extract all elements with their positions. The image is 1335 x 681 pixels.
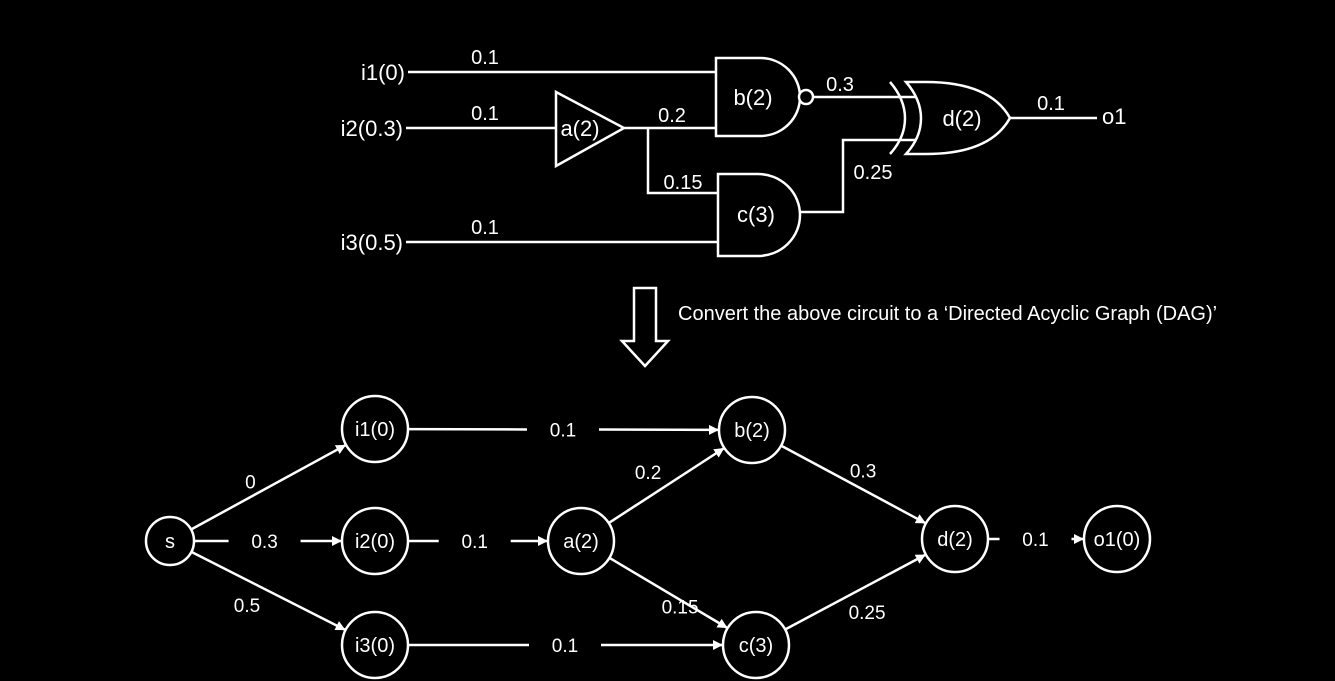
- dag-edge-arrow: [784, 553, 926, 631]
- dag-node-label: b(2): [734, 420, 770, 442]
- gate-label-b: b(2): [733, 85, 772, 110]
- dag-edge-arrow: [780, 444, 926, 525]
- dag-node-circle: [721, 610, 791, 680]
- wire-delay-i3-c: 0.1: [471, 217, 499, 239]
- wire-a-c: [646, 128, 718, 195]
- dag-node-d: d(2): [920, 504, 990, 574]
- output-pin-o1: o1: [1102, 104, 1126, 129]
- dag-edge-a-b: 0.2: [607, 447, 725, 525]
- gate-label-a: a(2): [560, 116, 599, 141]
- dag-node-label: a(2): [563, 531, 599, 553]
- wire-delay-i1-b: 0.1: [471, 47, 499, 69]
- dag-edge-s-i2: 0.3: [194, 532, 342, 553]
- dag-edge-c-d: 0.25: [784, 553, 926, 631]
- dag-node-circle: [340, 394, 410, 464]
- wire-delay-a-b: 0.2: [658, 105, 686, 127]
- dag-node-i3: i3(0): [340, 610, 410, 680]
- dag-node-circle: [546, 506, 616, 576]
- and-gate-c: [716, 172, 802, 258]
- dag-node-label: o1(0): [1094, 529, 1141, 551]
- dag-edge-arrow: [607, 447, 725, 525]
- dag-node-c: c(3): [721, 610, 791, 680]
- dag-edge-weight: 0.15: [662, 598, 699, 619]
- dag-node-circle: [340, 506, 410, 576]
- gate-label-d: d(2): [942, 106, 981, 131]
- inversion-bubble: [797, 88, 815, 106]
- wire-c-d: [800, 138, 920, 214]
- dag-node-b: b(2): [717, 395, 787, 465]
- dag-nodes: s i1(0) i2(0) i3(0) a(2) b(2) c(3) d(2) o1(0): [144, 394, 1152, 680]
- dag-node-o1: o1(0): [1082, 504, 1152, 574]
- wire-delay-d-o1: 0.1: [1037, 93, 1065, 115]
- dag-node-label: d(2): [937, 529, 973, 551]
- or-gate-d: [903, 80, 1012, 156]
- dag-edge-i2-a: 0.1: [408, 532, 548, 553]
- dag-edge-weight: 0.25: [849, 603, 886, 624]
- dag-edge-weight: 0.2: [635, 463, 661, 484]
- circuit: i1(0) i2(0.3) i3(0.5) a(2) b(2) c(3) d(2…: [341, 47, 1126, 258]
- dag-edge-weight: 0.3: [251, 532, 277, 553]
- input-pin-i1: i1(0): [361, 60, 405, 85]
- dag-edge-arrow: [608, 556, 728, 629]
- dag-edge-i1-b: 0.1: [407, 420, 720, 441]
- dag-edge-weight: 0.1: [462, 532, 488, 553]
- dag-edges: 0 0.3 0.5 0.1 0.1 0.1 0.2 0.15 0.3 0.25 0.1: [190, 420, 1084, 657]
- or-gate-extra-curve: [889, 81, 907, 155]
- buffer-gate-a: [554, 89, 627, 169]
- conversion: Convert the above circuit to a ‘Directed…: [619, 286, 1217, 368]
- dag-node-circle: [1082, 504, 1152, 574]
- dag-node-i2: i2(0): [340, 506, 410, 576]
- input-pin-i2: i2(0.3): [341, 116, 403, 141]
- dag-node-circle: [340, 610, 410, 680]
- dag-edge-weight: 0.1: [552, 636, 578, 657]
- dag-node-a: a(2): [546, 506, 616, 576]
- dag-edge-weight: 0.1: [550, 420, 576, 441]
- dag-edge-a-c: 0.15: [608, 556, 728, 629]
- dag-edge-i3-c: 0.1: [408, 636, 723, 657]
- dag-node-s: s: [144, 515, 196, 567]
- dag-edge-weight: 0: [245, 473, 256, 494]
- dag-node-i1: i1(0): [340, 394, 410, 464]
- dag-node-label: i3(0): [355, 635, 395, 657]
- down-arrow-icon: [619, 286, 671, 368]
- dag-edge-s-i3: 0.5: [190, 550, 346, 631]
- dag-node-circle: [717, 395, 787, 465]
- dag-edge-weight: 0.1: [1022, 530, 1048, 551]
- dag-edge-s-i1: 0: [190, 444, 347, 531]
- dag-edge-b-d: 0.3: [780, 444, 926, 525]
- dag-node-label: s: [165, 531, 175, 553]
- dag-edge-d-o1: 0.1: [988, 530, 1084, 551]
- dag-node-circle: [920, 504, 990, 574]
- dag-node-label: i1(0): [355, 419, 395, 441]
- gate-label-c: c(3): [737, 202, 775, 227]
- dag-edge-arrow: [190, 550, 346, 631]
- wire-delay-i2-a: 0.1: [471, 103, 499, 125]
- dag-edge-arrow: [190, 444, 347, 531]
- dag-node-label: c(3): [739, 635, 773, 657]
- wire-delay-a-c: 0.15: [664, 172, 703, 194]
- dag-node-label: i2(0): [355, 531, 395, 553]
- dag-edge-weight: 0.3: [850, 461, 876, 482]
- conversion-caption: Convert the above circuit to a ‘Directed…: [678, 303, 1217, 325]
- input-pin-i3: i3(0.5): [341, 230, 403, 255]
- dag-edge-weight: 0.5: [234, 596, 260, 617]
- dag-node-circle: [144, 515, 196, 567]
- wire-delay-c-d: 0.25: [854, 162, 893, 184]
- wire-delay-b-d: 0.3: [826, 74, 854, 96]
